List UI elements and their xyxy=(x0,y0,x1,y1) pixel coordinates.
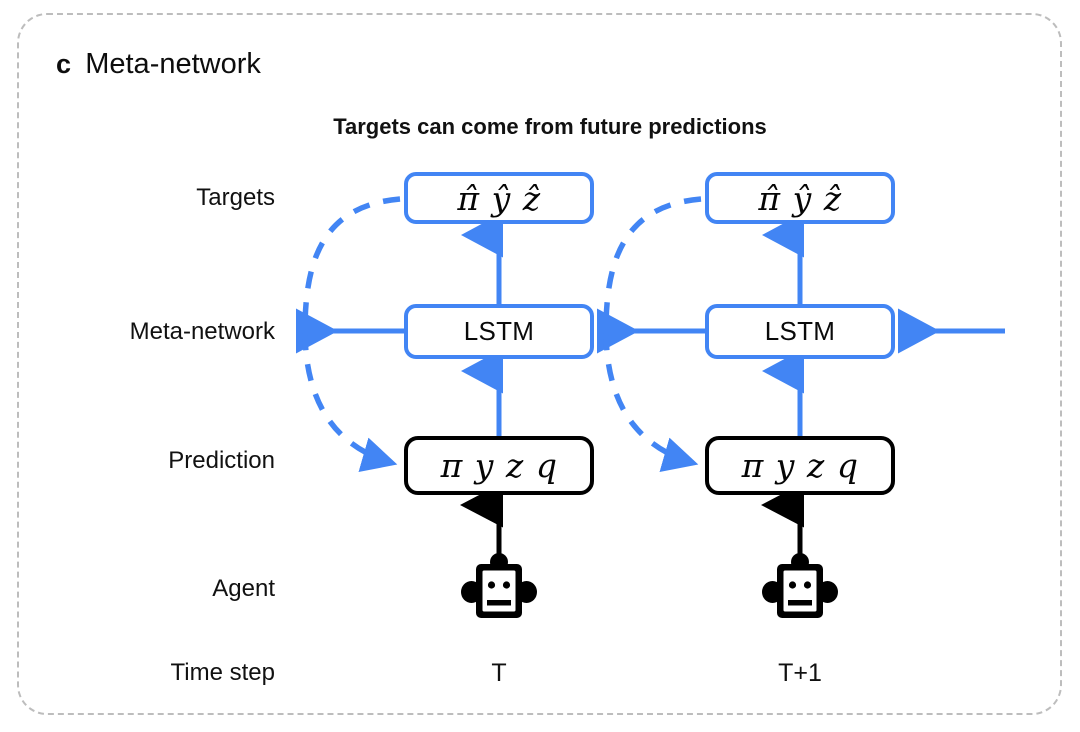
symbol-z: z xyxy=(505,446,524,485)
symbol-pi-hat: π̂ xyxy=(758,178,781,218)
agent-robot-icon-t xyxy=(461,552,537,624)
row-label-meta-network: Meta-network xyxy=(129,318,275,345)
symbol-y: y xyxy=(775,446,795,485)
row-label-prediction: Prediction xyxy=(168,447,275,474)
symbol-z-hat: ẑ xyxy=(823,178,842,218)
symbol-y-hat: ŷ xyxy=(491,178,511,218)
symbol-pi: π xyxy=(440,446,463,485)
diagram-caption: Targets can come from future predictions xyxy=(333,114,767,139)
lstm-label-t1: LSTM xyxy=(764,316,836,346)
symbol-pi: π xyxy=(741,446,764,485)
symbol-z-hat: ẑ xyxy=(522,178,541,218)
panel-title: Meta-network xyxy=(85,48,261,80)
lstm-box-t[interactable]: LSTM xyxy=(404,304,594,359)
symbol-y: y xyxy=(474,446,494,485)
lstm-label-t: LSTM xyxy=(463,316,535,346)
agent-robot-icon-t1 xyxy=(762,552,838,624)
symbol-q: q xyxy=(535,446,558,485)
symbol-pi-hat: π̂ xyxy=(457,178,480,218)
row-label-time-step: Time step xyxy=(170,659,275,686)
row-label-targets: Targets xyxy=(196,184,275,211)
symbol-y-hat: ŷ xyxy=(792,178,812,218)
lstm-box-t1[interactable]: LSTM xyxy=(705,304,895,359)
time-step-value-t1: T+1 xyxy=(778,659,822,687)
symbol-q: q xyxy=(836,446,859,485)
panel-header: c Meta-network xyxy=(56,48,261,81)
panel-letter: c xyxy=(56,49,72,79)
time-step-value-t: T xyxy=(491,659,507,687)
row-label-agent: Agent xyxy=(212,575,275,602)
symbol-z: z xyxy=(806,446,825,485)
